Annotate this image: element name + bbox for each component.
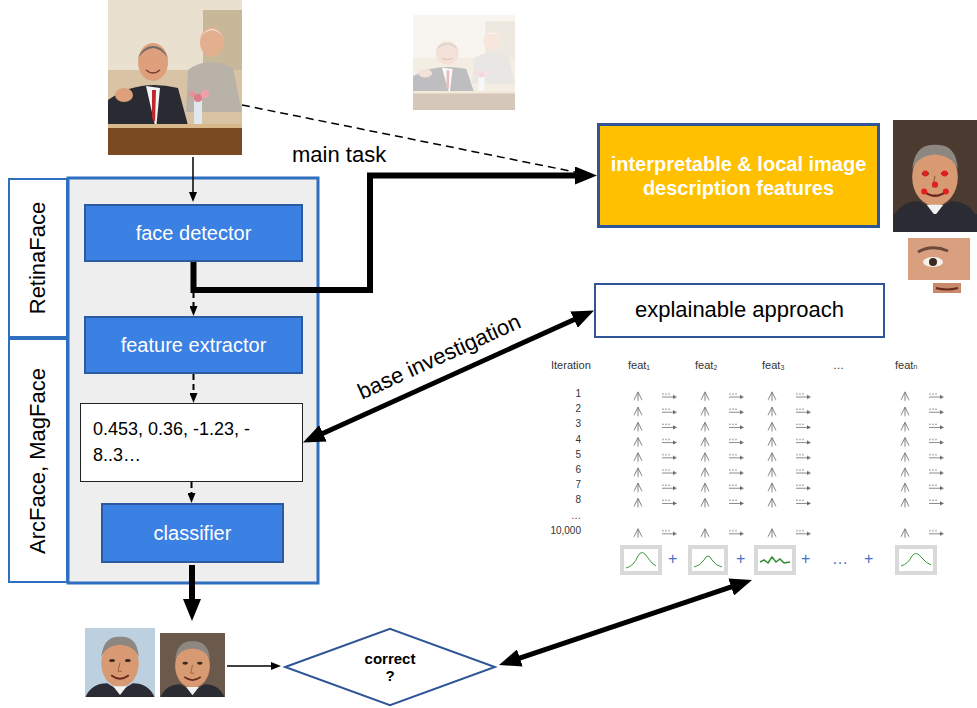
- edge-label: base investigation: [354, 309, 525, 405]
- eye: [929, 258, 937, 266]
- connector: [193, 262, 195, 307]
- feedback-arrow: [519, 587, 732, 659]
- plot-operator: +: [864, 550, 873, 568]
- table-cell: 4: [541, 434, 581, 446]
- plot-thumb: [758, 549, 792, 571]
- result-faces: [85, 628, 225, 697]
- diamond-outline: [285, 629, 495, 705]
- plot-curve: [901, 553, 931, 566]
- face-photo: [161, 641, 225, 697]
- table-cell: …: [541, 510, 581, 522]
- plot-operator: +: [668, 550, 677, 568]
- vector-box: 0.453, 0.36, -1.23, - 8..3…: [80, 403, 303, 482]
- model-band: ArcFace, MagFace: [8, 338, 68, 583]
- cell-icons: [897, 388, 964, 510]
- connector: [191, 482, 193, 494]
- face-photo: [893, 214, 977, 232]
- plot-thumb: [899, 549, 933, 571]
- table-header: …: [833, 359, 844, 372]
- face-photo: [86, 637, 155, 697]
- table-icons: [630, 388, 964, 540]
- node-text: RetinaFace: [25, 202, 51, 315]
- face-photo: [893, 120, 977, 232]
- approach-box: explainable approach: [594, 283, 885, 338]
- landmark-dot: [922, 171, 928, 177]
- table-header: feat₃: [762, 359, 785, 372]
- table-cell: 7: [541, 479, 581, 491]
- input-photo: [108, 0, 242, 155]
- cell-icons: [630, 525, 831, 540]
- plot-thumb: [688, 545, 728, 575]
- face-photo: [85, 628, 155, 697]
- table-header: feat₂: [695, 359, 718, 372]
- crop-photo: [933, 283, 961, 293]
- landmark-dot: [921, 189, 927, 195]
- model-band: RetinaFace: [8, 178, 68, 338]
- dashed-leader: [242, 105, 575, 172]
- eye: [923, 257, 943, 267]
- plot-thumb: [754, 545, 796, 575]
- process-box: feature extractor: [84, 316, 303, 374]
- highlight-box: interpretable & local image description …: [597, 123, 880, 228]
- edge-label: main task: [292, 142, 386, 167]
- process-box: classifier: [101, 503, 284, 563]
- plot-thumb: [895, 545, 937, 575]
- table-header: feat₁: [628, 359, 650, 372]
- input-arrow: [192, 157, 194, 193]
- table-cell: 8: [541, 494, 581, 506]
- plot-thumb: [620, 545, 662, 575]
- compare-arrow: [227, 665, 272, 667]
- connector: [322, 319, 575, 434]
- node-text: interpretable & local image description …: [610, 152, 867, 200]
- crop-photo: [908, 238, 970, 280]
- connector: [193, 374, 195, 394]
- pipeline-panel: [68, 178, 318, 583]
- table-cell: 3: [541, 418, 581, 430]
- table-cell: 2: [541, 403, 581, 415]
- plot-curve: [626, 552, 656, 568]
- table-cell: 5: [541, 449, 581, 461]
- face-photo: [893, 145, 977, 218]
- landmark-dot: [942, 171, 948, 177]
- plot-operator: …: [832, 550, 848, 568]
- landmark-dot: [943, 189, 949, 195]
- decision-diamond: correct ?: [283, 628, 497, 706]
- node-text: explainable approach: [635, 297, 844, 323]
- face-photo: [160, 633, 225, 697]
- plot-thumb: [692, 549, 724, 571]
- cell-icons: [630, 388, 831, 510]
- eyebrow: [918, 248, 948, 252]
- process-box: face detector: [84, 204, 303, 262]
- node-text: correct ?: [362, 650, 418, 685]
- plot-operator: +: [736, 550, 745, 568]
- table-header: Iteration: [551, 359, 591, 372]
- landmark-face: [893, 120, 977, 232]
- node-text: ArcFace, MagFace: [25, 368, 51, 554]
- cell-icons: [897, 525, 964, 540]
- plot-operator: +: [801, 550, 810, 568]
- landmark-dot: [932, 181, 938, 187]
- output-arrow: [189, 565, 195, 600]
- table-cell: 6: [541, 464, 581, 476]
- plot-thumb: [624, 549, 658, 571]
- lips: [936, 288, 958, 290]
- eye-crop: [908, 238, 970, 293]
- node-text: classifier: [154, 521, 232, 545]
- plot-curve: [694, 556, 722, 567]
- node-text: face detector: [136, 221, 252, 245]
- table-header: featₙ: [895, 359, 918, 372]
- faded-photo: [413, 15, 515, 110]
- distribution-plots: [620, 545, 937, 575]
- table-cell: 1: [541, 388, 581, 400]
- node-text: feature extractor: [121, 333, 267, 357]
- plot-curve: [760, 557, 790, 563]
- table-cell: 10,000: [541, 525, 581, 537]
- node-text: 0.453, 0.36, -1.23, - 8..3…: [93, 417, 290, 467]
